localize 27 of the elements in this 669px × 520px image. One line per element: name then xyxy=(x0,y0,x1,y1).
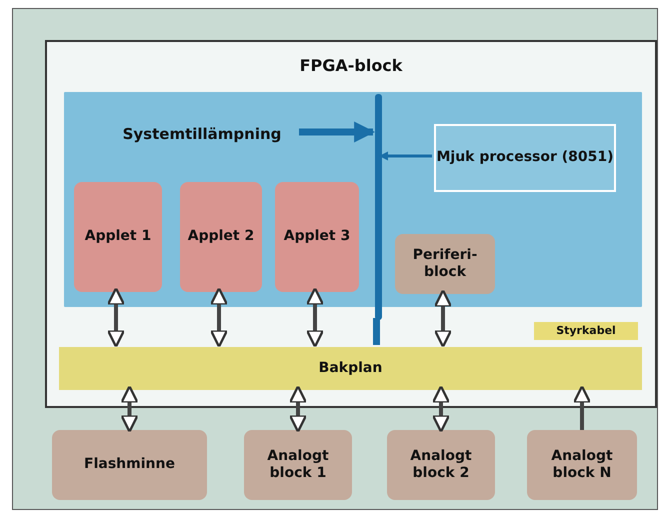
applet-box: Applet 2 xyxy=(180,182,262,292)
block-title: FPGA-block xyxy=(300,56,402,76)
analog-block-box: Analogt block N xyxy=(527,430,637,500)
heading-text: Systemtillämpning xyxy=(107,120,297,148)
backplane-bar: Bakplan xyxy=(59,347,642,390)
double-arrow xyxy=(120,385,139,433)
memory-box: Flashminne xyxy=(52,430,207,500)
control-bus-box: Styrkabel xyxy=(534,322,638,340)
double-arrow xyxy=(106,287,126,348)
applet-box: Applet 3 xyxy=(275,182,359,292)
analog-block-box: Analogt block 2 xyxy=(387,430,495,500)
processor-box: Mjuk processor (8051) xyxy=(434,124,616,192)
bus-connector xyxy=(373,318,380,345)
analog-block-box: Analogt block 1 xyxy=(244,430,352,500)
fpga-block xyxy=(45,40,657,408)
double-arrow xyxy=(210,287,228,348)
double-arrow xyxy=(434,289,452,348)
double-arrow xyxy=(306,287,324,348)
peripheral-box: Periferi- block xyxy=(395,234,495,294)
application-region xyxy=(64,92,642,307)
applet-box: Applet 1 xyxy=(74,182,162,292)
bus-bar xyxy=(375,94,382,320)
double-arrow xyxy=(432,385,450,433)
bus-connector xyxy=(379,152,432,160)
double-arrow xyxy=(572,385,592,430)
bus-connector xyxy=(299,122,376,142)
double-arrow xyxy=(288,385,308,433)
